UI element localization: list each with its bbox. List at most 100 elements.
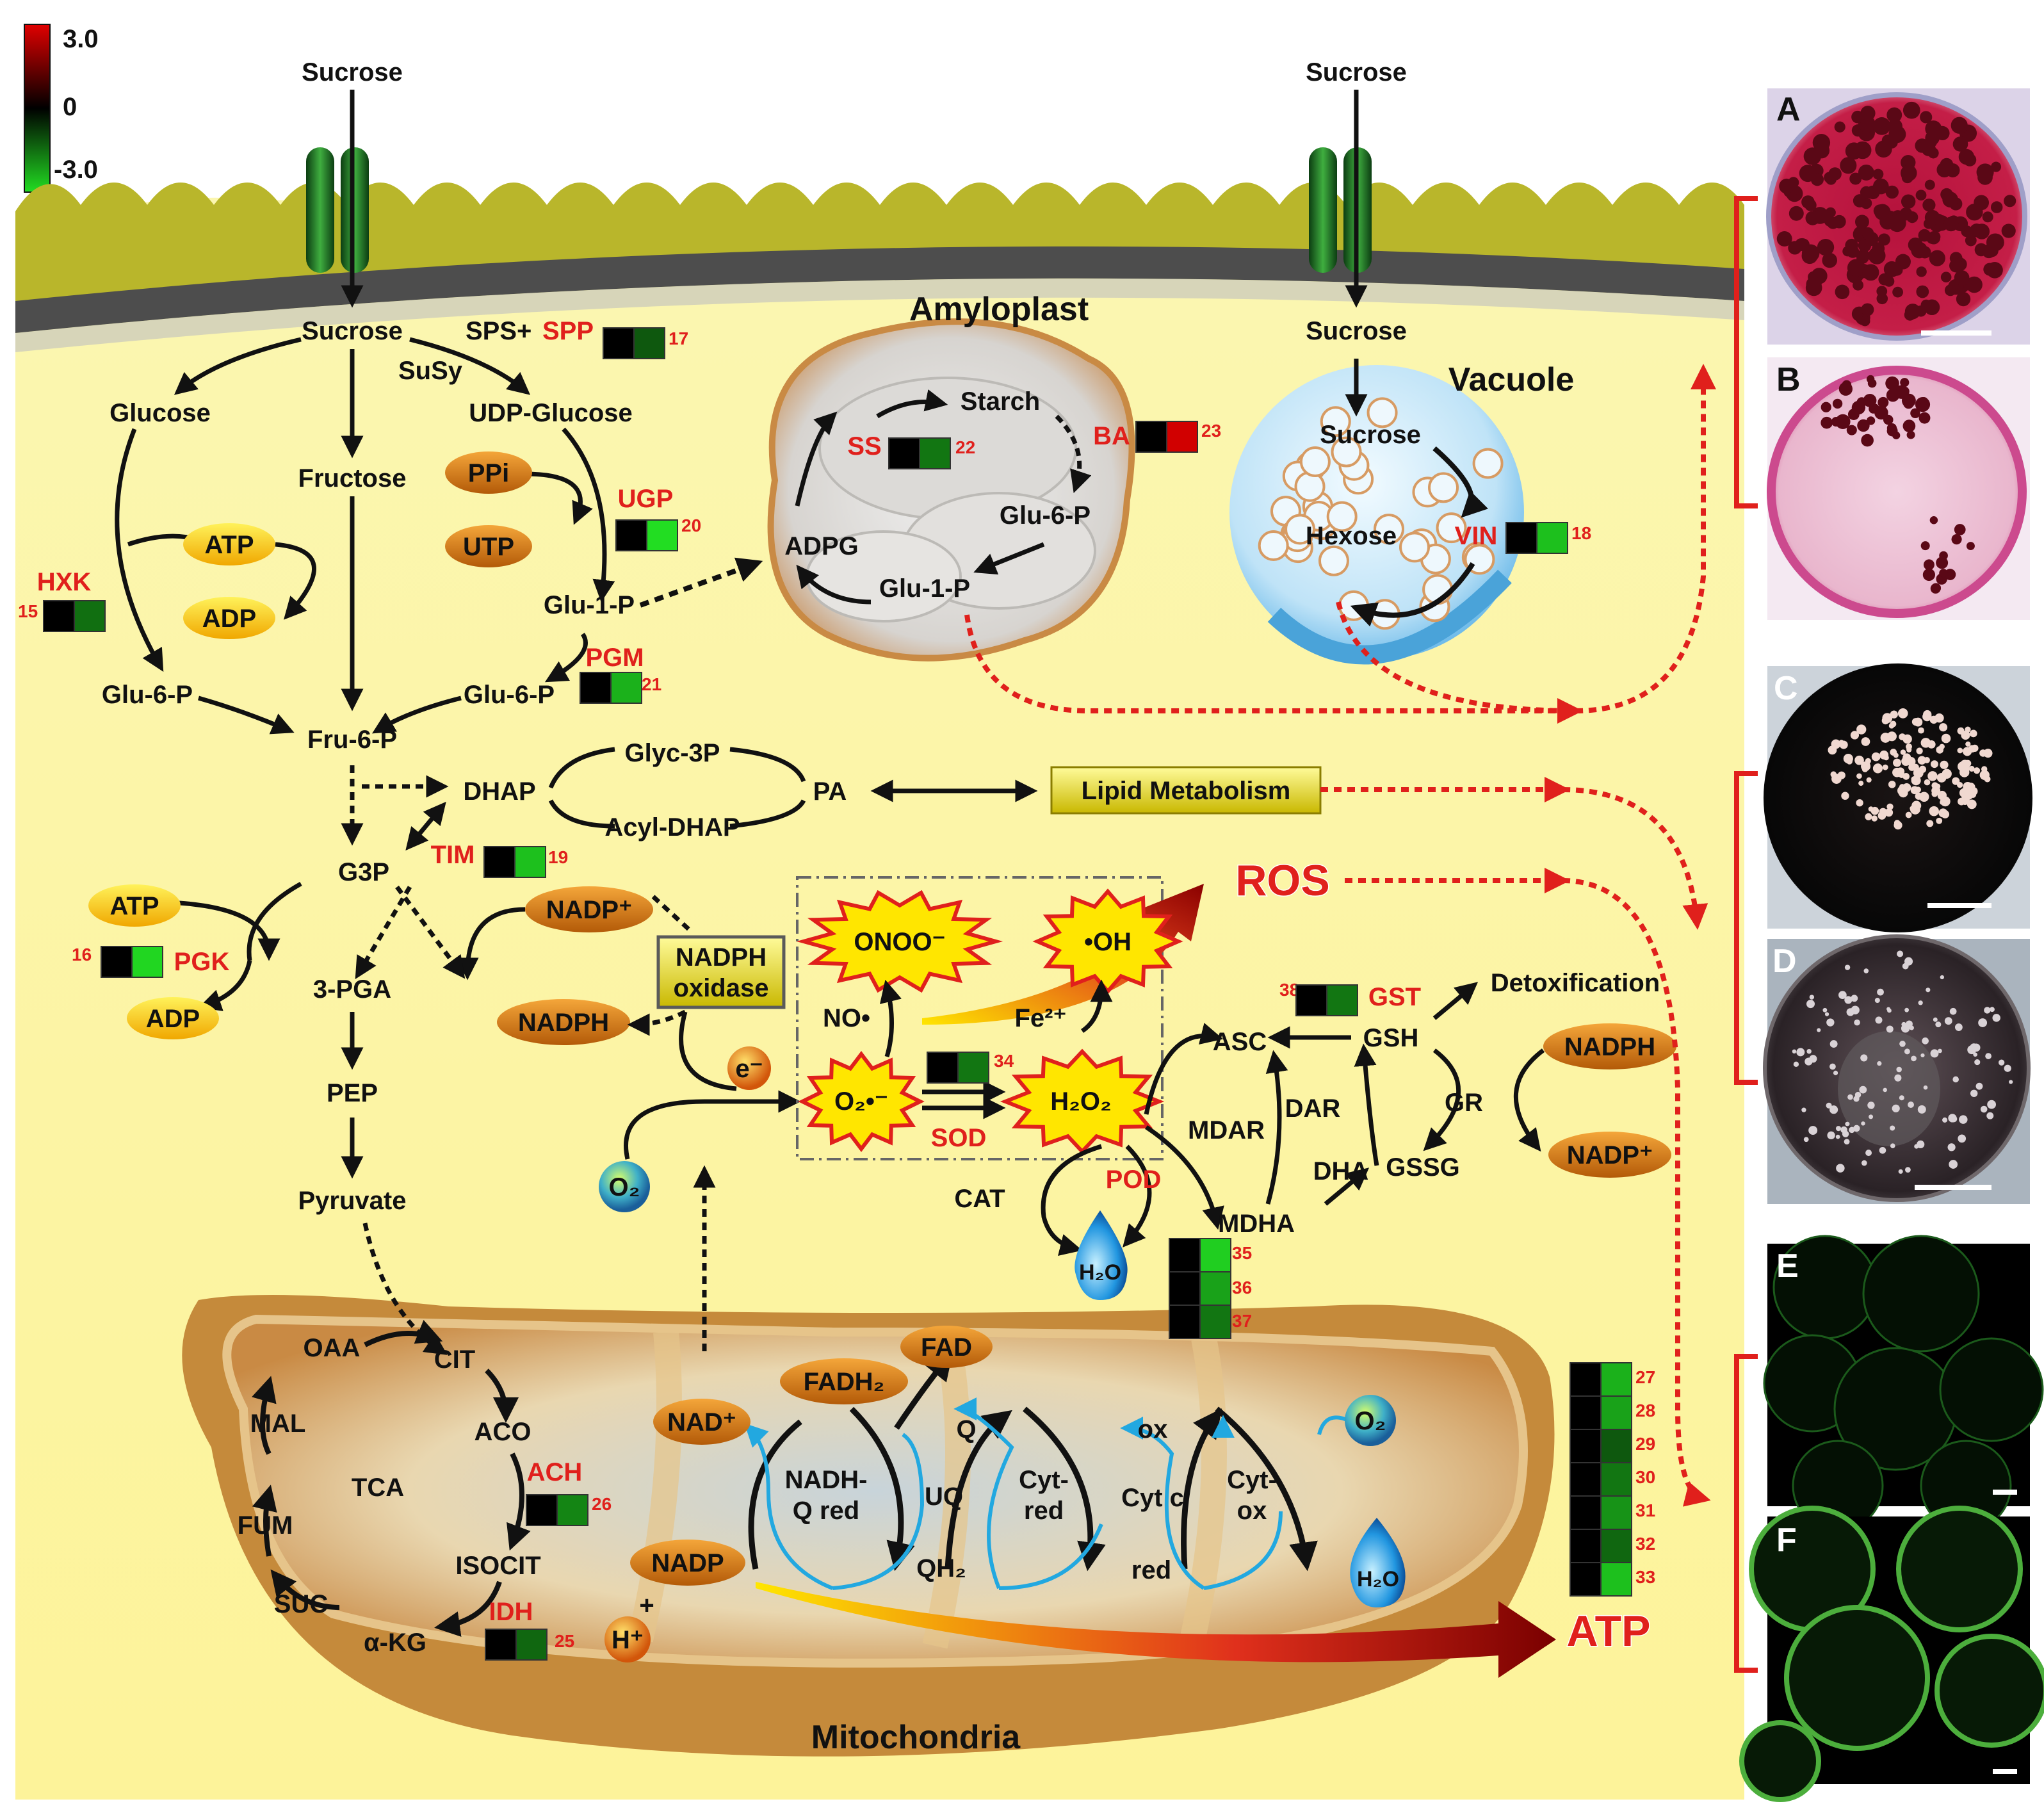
nadp-pill-mito: NADP [630, 1540, 745, 1586]
granule [1885, 808, 1894, 817]
red-connectors [964, 364, 1716, 1507]
granule [1845, 1121, 1850, 1126]
electron-label: e⁻ [735, 1055, 763, 1083]
granule [1901, 393, 1916, 408]
granule [1941, 733, 1951, 744]
nad-plus-label: NAD⁺ [667, 1408, 736, 1436]
granule [1825, 207, 1836, 218]
ba-enzyme: BA [1093, 422, 1130, 450]
granule [1943, 216, 1959, 232]
sucrose-pathway-arrows [115, 337, 615, 735]
amyloplast-title: Amyloplast [909, 291, 1089, 328]
granule [1949, 259, 1963, 273]
panel-d-letter: D [1772, 943, 1797, 980]
granule [1862, 766, 1869, 772]
mal: MAL [250, 1410, 306, 1438]
heatmap-label-37: 37 [1232, 1311, 1252, 1331]
granule [1973, 1052, 1977, 1057]
granule [1844, 1139, 1850, 1145]
granule [1947, 1143, 1956, 1151]
granule [1956, 291, 1971, 307]
granule [1876, 293, 1888, 305]
granule [1861, 434, 1874, 447]
nadh-q-red-line1: NADH- [785, 1466, 868, 1494]
granule [1894, 821, 1902, 830]
granule [1940, 796, 1951, 807]
granule [1806, 1048, 1812, 1054]
nadph-right-label: NADPH [1564, 1033, 1655, 1061]
granule [1851, 110, 1864, 124]
granule [1932, 786, 1941, 795]
granule [1847, 1094, 1853, 1100]
granule [1920, 738, 1931, 748]
nad-plus-pill: NAD⁺ [653, 1399, 750, 1445]
heatmap-cell-16-0 [101, 946, 133, 978]
granule [1880, 733, 1891, 743]
vesicle [1436, 512, 1467, 544]
granule [1897, 708, 1908, 719]
nadph-oxidase-line1: NADPH [676, 943, 766, 972]
granule [1915, 305, 1927, 317]
gssg: GSSG [1386, 1153, 1460, 1182]
granule [1872, 178, 1889, 195]
dar-enzyme: DAR [1285, 1094, 1341, 1123]
granule [1917, 1140, 1925, 1149]
granule [1840, 1126, 1847, 1134]
mdha: MDHA [1218, 1210, 1295, 1238]
granule [1886, 107, 1902, 123]
granule [1805, 211, 1820, 225]
heatmap-cell-28-0 [1570, 1395, 1602, 1430]
heatmap-cell-29-0 [1570, 1429, 1602, 1463]
panel-c-lipid-droplets [1828, 708, 1993, 830]
hexose: Hexose [1306, 522, 1397, 550]
vesicle [1326, 501, 1358, 532]
heatmap-cell-36-0 [1169, 1271, 1201, 1306]
fadh2-label: FADH₂ [804, 1368, 885, 1396]
granule [1863, 968, 1869, 973]
vesicle [1299, 446, 1331, 478]
granule [1894, 1074, 1902, 1082]
ss-enzyme: SS [847, 432, 881, 460]
vesicle [1374, 514, 1405, 545]
granule [1966, 542, 1975, 551]
heatmap-cell-18-0 [1505, 522, 1537, 554]
heatmap-label-20: 20 [681, 516, 701, 535]
granule [1847, 409, 1860, 420]
granule [1961, 730, 1970, 740]
granule [1922, 568, 1936, 581]
granule [1892, 431, 1901, 439]
cit: CIT [434, 1346, 475, 1374]
pollen-grain [1896, 1506, 2023, 1632]
panel-a-starch-granules [1776, 101, 2016, 327]
granule [1892, 767, 1902, 777]
fructose: Fructose [298, 464, 407, 492]
granule [1847, 259, 1865, 277]
panel-c-letter: C [1774, 670, 1798, 707]
panel-b-starch-granules [1821, 375, 1975, 594]
granule [1900, 378, 1910, 387]
granule [1858, 239, 1872, 252]
granule [1853, 1125, 1860, 1132]
heatmap-cell-32-1 [1600, 1529, 1632, 1563]
granule [1968, 765, 1975, 772]
granule [1906, 430, 1915, 439]
granule [1922, 199, 1936, 212]
granule [1919, 397, 1929, 406]
granule [1974, 224, 1990, 240]
fum: FUM [238, 1511, 293, 1540]
heatmap-label-16: 16 [72, 945, 92, 964]
granule [1861, 303, 1874, 316]
granule [1940, 975, 1945, 980]
mitochondria-title: Mitochondria [811, 1719, 1021, 1756]
panel-f: F [1739, 1506, 2044, 1802]
lipid-metabolism-label: Lipid Metabolism [1082, 777, 1291, 805]
vin-arrow [1432, 446, 1488, 518]
red: red [1132, 1556, 1171, 1584]
granule [1858, 164, 1874, 181]
granule [1927, 771, 1938, 781]
granule [1986, 262, 2003, 279]
glu6p-right: Glu-6-P [464, 681, 555, 709]
hydroxyl-label: •OH [1084, 928, 1132, 956]
granule [1849, 172, 1862, 185]
ferrous-ion: Fe²⁺ [1014, 1004, 1066, 1032]
